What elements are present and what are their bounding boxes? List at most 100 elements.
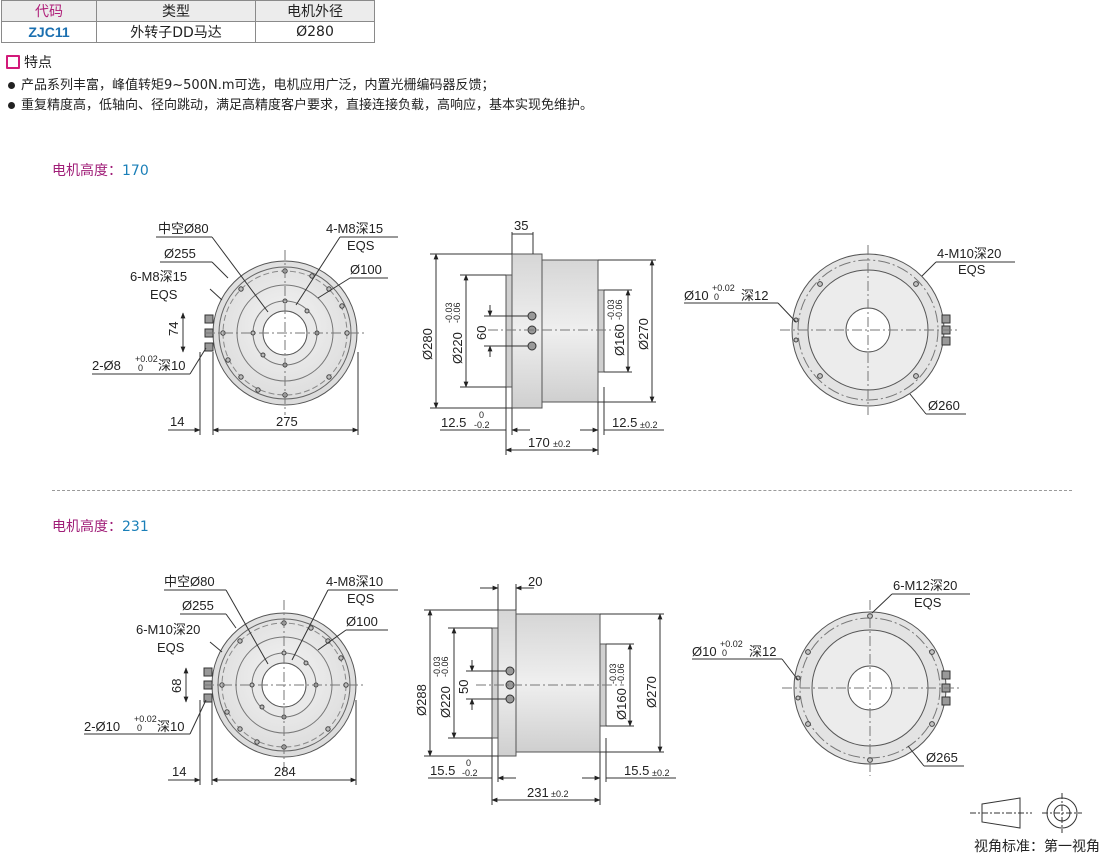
label-231: 231 [527,785,549,800]
cell-type: 外转子DD马达 [96,21,256,43]
label-tol: +0.02 [712,283,735,293]
section-2-heading: 电机高度：231 [52,516,149,536]
features-heading: 特点 [6,52,52,72]
label-tol: -0.06 [440,656,450,677]
label-170: 170 [528,435,550,450]
label-tol: 0 [479,410,484,420]
label-15-5: 15.5 [430,763,455,778]
section-label: 电机高度： [52,163,122,179]
back-view-170 [780,245,960,415]
label-tol: 0 [137,723,142,733]
label-w284: 284 [274,764,296,779]
label-35: 35 [514,218,528,233]
back-view-231 [782,600,962,776]
front-dims-170 [92,236,398,435]
label-hole: Ø10 [684,288,709,303]
header-diameter: 电机外径 [255,0,375,22]
front-labels-231: 中空Ø80 Ø255 6-M10深20 EQS 4-M8深10 EQS Ø100… [84,574,383,779]
label-tol: ±0.2 [551,789,568,799]
side-view-231 [476,609,624,757]
label-m12: 6-M12深20 [893,578,957,593]
label-w14: 14 [172,764,186,779]
label-tol: -0.06 [616,663,626,684]
label-tol: -0.03 [606,299,616,320]
section-1-heading: 电机高度：170 [52,160,149,180]
side-dims-170 [430,232,664,455]
section-value: 170 [122,163,149,179]
label-eqs: EQS [914,595,942,610]
bullet-icon [8,102,15,109]
front-labels-170: 中空Ø80 Ø255 6-M8深15 EQS 4-M8深15 EQS Ø100 … [92,221,383,429]
label-m10: 4-M10深20 [937,246,1001,261]
label-pin: 2-Ø10 [84,719,120,734]
label-depth: 深10 [157,719,184,734]
label-hollow: 中空Ø80 [158,221,209,236]
label-eqs: EQS [150,287,178,302]
back-labels-170: 4-M10深20 EQS Ø10 +0.02 0 深12 Ø260 [684,246,1001,413]
section-value: 231 [122,519,149,535]
feature-item: 重复精度高，低轴向、径向跳动，满足高精度客户要求，直接连接负载，高响应，基本实现… [8,94,593,113]
front-view-231 [203,600,365,770]
label-tol: ±0.2 [640,420,657,430]
label-20: 20 [528,574,542,589]
side-labels-231: 20 Ø288 Ø220 -0.03 -0.06 50 Ø160 -0.03 -… [414,574,669,800]
label-h68: 68 [169,679,184,693]
back-dims-231 [692,593,970,767]
label-tol: 0 [714,292,719,302]
label-tol: +0.02 [135,354,158,364]
label-d220: Ø220 [450,332,465,364]
label-12-5: 12.5 [612,415,637,430]
label-depth: 深12 [749,644,776,659]
label-w275: 275 [276,414,298,429]
section-divider [52,490,1072,491]
label-depth: 深12 [741,288,768,303]
label-tol: 0 [466,758,471,768]
label-12-5: 12.5 [441,415,466,430]
back-labels-231: 6-M12深20 EQS Ø10 +0.02 0 深12 Ø265 [692,578,958,765]
label-h50: 50 [456,680,471,694]
label-eqs: EQS [157,640,185,655]
label-tol: -0.03 [444,302,454,323]
label-tol: +0.02 [134,714,157,724]
label-tol: 0 [722,648,727,658]
header-code: 代码 [1,0,97,22]
bullet-icon [8,82,15,89]
label-depth: 深10 [158,358,185,373]
label-d270: Ø270 [636,318,651,350]
cell-diameter: Ø280 [255,21,375,43]
label-d160: Ø160 [614,688,629,720]
front-view-170 [204,250,365,415]
label-tol: +0.02 [720,639,743,649]
label-d255: Ø255 [182,598,214,613]
label-m10-a: 6-M10深20 [136,622,200,637]
features-title: 特点 [24,55,52,71]
label-d220: Ø220 [438,686,453,718]
label-tol: -0.2 [462,768,478,778]
header-type: 类型 [96,0,256,22]
label-d280: Ø280 [420,328,435,360]
label-d260: Ø260 [928,398,960,413]
side-labels-170: 35 Ø280 Ø220 -0.03 -0.06 60 Ø160 -0.03 -… [420,218,657,450]
label-pin: 2-Ø8 [92,358,121,373]
side-view-170 [488,253,620,409]
section-label: 电机高度： [52,519,122,535]
front-dims-231 [84,589,398,785]
label-tol: ±0.2 [553,439,570,449]
spec-table: 代码 类型 电机外径 ZJC11 外转子DD马达 Ø280 [1,0,375,43]
label-d100: Ø100 [346,614,378,629]
feature-text: 重复精度高，低轴向、径向跳动，满足高精度客户要求，直接连接负载，高响应，基本实现… [21,98,594,113]
label-m8-a: 6-M8深15 [130,269,187,284]
feature-text: 产品系列丰富，峰值转矩9~500N.m可选，电机应用广泛，内置光栅编码器反馈； [21,78,495,93]
label-tol: -0.03 [432,656,442,677]
label-tol: ±0.2 [652,768,669,778]
label-hole: Ø10 [692,644,717,659]
label-h74: 74 [166,322,181,336]
label-eqs: EQS [347,591,375,606]
label-15-5: 15.5 [624,763,649,778]
label-tol: -0.06 [614,299,624,320]
label-d160: Ø160 [612,324,627,356]
label-eqs: EQS [958,262,986,277]
square-marker-icon [6,55,20,69]
label-tol: -0.06 [452,302,462,323]
